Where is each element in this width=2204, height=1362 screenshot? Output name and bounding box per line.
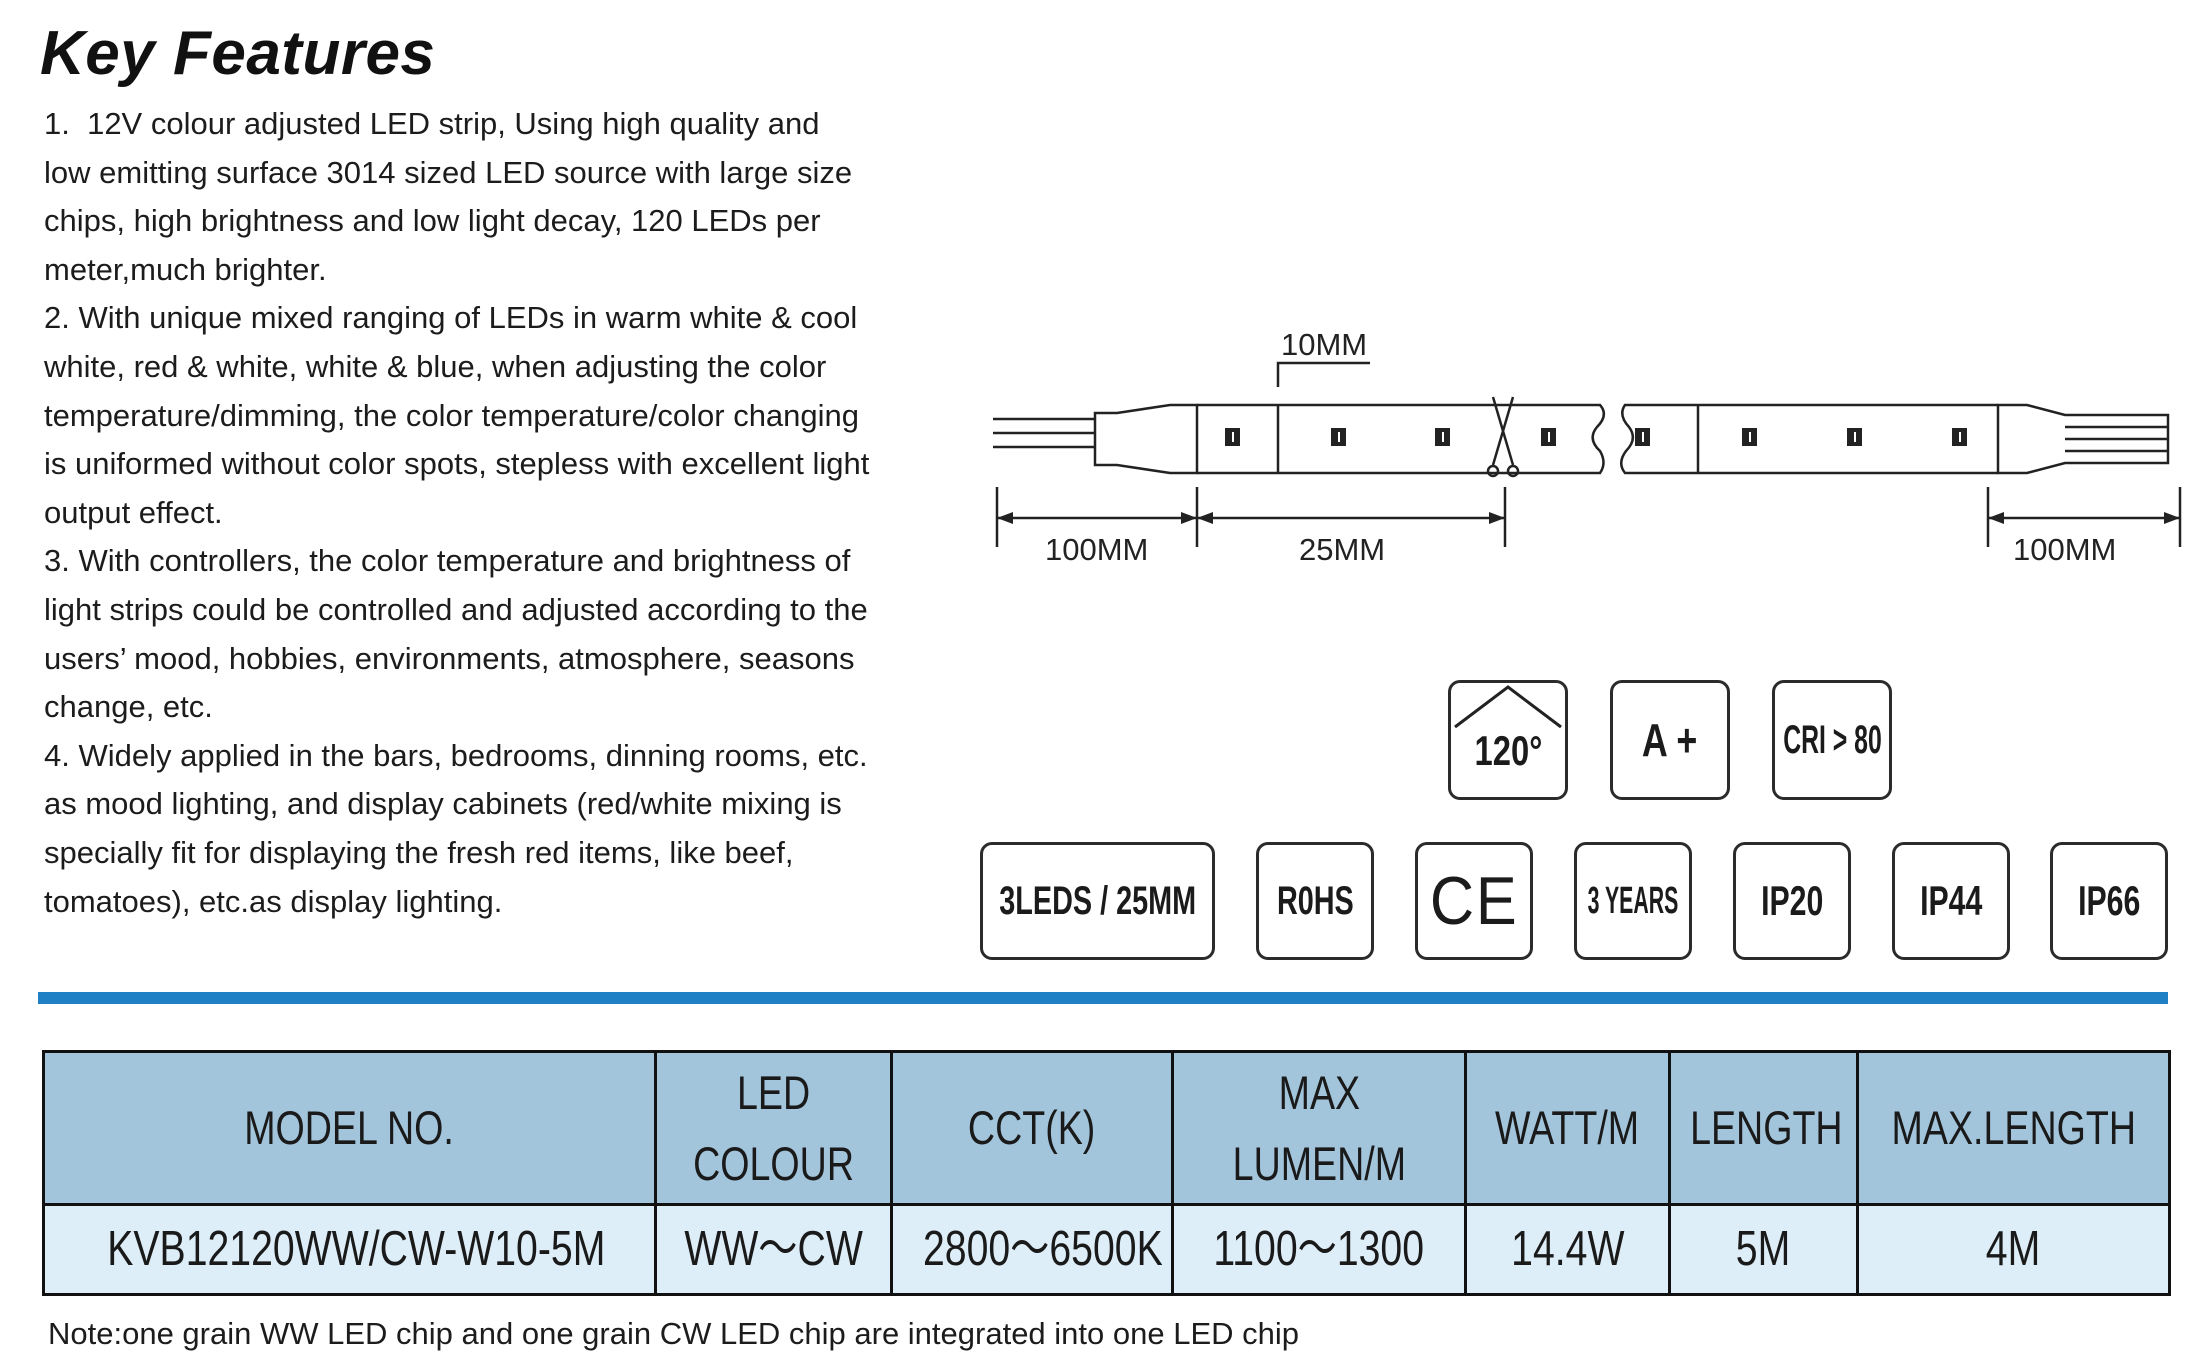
table-cell: 5M [1668,1203,1859,1296]
ce-mark-label: CE [1429,863,1519,939]
rohs-label: R0HS [1276,878,1354,923]
table-row: KVB12120WW/CW-W10-5M WW～CW 2800～6500K 11… [42,1203,2171,1296]
warranty-badge: 3 YEARS [1574,842,1692,960]
feature-item: 4. Widely applied in the bars, bedrooms,… [44,737,868,919]
cri-label: CRI > 80 [1782,717,1882,762]
column-header: MODEL NO. [42,1050,657,1206]
spec-table: MODEL NO. LED COLOUR CCT(K) MAX LUMEN/M … [42,1050,2171,1296]
beam-angle-label: 120° [1474,727,1542,774]
table-cell: 1100～1300 [1171,1203,1467,1296]
right-lead-label: 100MM [2013,532,2116,567]
feature-item: 2. With unique mixed ranging of LEDs in … [44,300,870,530]
strip-right [1620,403,1998,475]
column-header: LED COLOUR [654,1050,893,1206]
features-list: 1. 12V colour adjusted LED strip, Using … [44,100,874,926]
beam-angle-icon [1454,685,1562,729]
led-density-badge: 3LEDS / 25MM [980,842,1215,960]
rohs-badge: R0HS [1256,842,1374,960]
cri-badge: CRI > 80 [1772,680,1892,800]
energy-class-label: A + [1642,714,1698,766]
warranty-label: 3 YEARS [1587,879,1679,922]
footnote: Note:one grain WW LED chip and one grain… [48,1316,1300,1351]
ip44-badge: IP44 [1892,842,2010,960]
table-cell: KVB12120WW/CW-W10-5M [42,1203,657,1296]
column-header: CCT(K) [890,1050,1174,1206]
table-header-row: MODEL NO. LED COLOUR CCT(K) MAX LUMEN/M … [42,1050,2171,1206]
ip66-label: IP66 [2077,877,2141,924]
column-header: MAX.LENGTH [1856,1050,2171,1206]
section-divider [38,992,2168,1004]
ip20-badge: IP20 [1733,842,1851,960]
left-lead-label: 100MM [1045,532,1148,567]
right-connector [1996,403,2170,475]
strip-left [1197,403,1606,475]
cut-length-label: 10MM [1281,327,1367,362]
ip44-label: IP44 [1919,877,1983,924]
energy-class-badge: A + [1610,680,1730,800]
led-chip-group [1225,428,1967,446]
left-wires [993,417,1095,449]
table-cell: 4M [1856,1203,2171,1296]
ce-mark-badge: CE [1415,842,1533,960]
led-strip-diagram: 10MM 100MM 25MM 100MM [993,327,2182,567]
section-length-label: 25MM [1299,532,1385,567]
table-cell: 14.4W [1464,1203,1671,1296]
column-header: WATT/M [1464,1050,1671,1206]
feature-item: 3. With controllers, the color temperatu… [44,543,868,725]
ip66-badge: IP66 [2050,842,2168,960]
feature-item: 1. 12V colour adjusted LED strip, Using … [44,106,853,287]
led-density-label: 3LEDS / 25MM [999,878,1196,923]
beam-angle-badge: 120° [1448,680,1568,800]
right-wires [2065,425,2168,453]
page-title: Key Features [40,19,436,88]
column-header: MAX LUMEN/M [1171,1050,1467,1206]
scissors-icon [1491,396,1515,466]
table-cell: WW～CW [654,1203,893,1296]
left-connector [1093,403,1199,475]
ip20-label: IP20 [1760,877,1824,924]
table-cell: 2800～6500K [890,1203,1174,1296]
column-header: LENGTH [1668,1050,1859,1206]
